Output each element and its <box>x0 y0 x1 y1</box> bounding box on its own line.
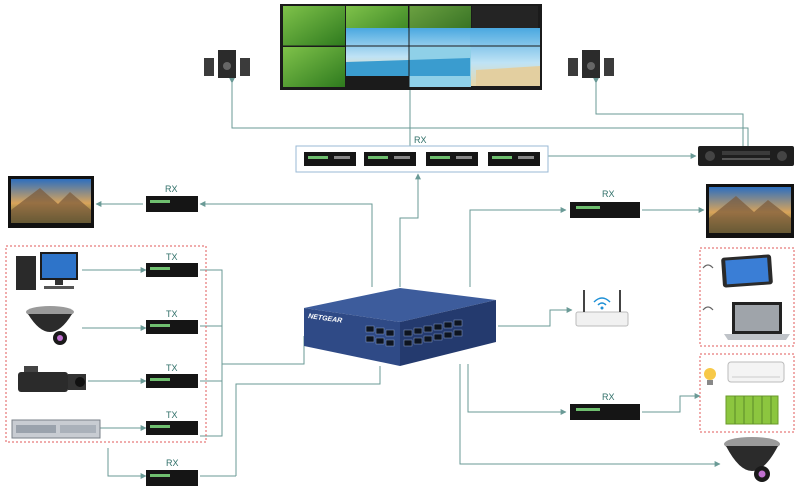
label-rx-top: RX <box>414 135 427 145</box>
label-rx-bottom: RX <box>166 458 179 468</box>
tablet <box>702 254 773 288</box>
wire-speaker-right <box>593 77 744 146</box>
tx-units <box>146 263 198 435</box>
av-receiver <box>698 146 794 166</box>
laptop <box>702 302 790 340</box>
speaker-left <box>204 50 250 78</box>
wifi-router <box>575 290 629 327</box>
tv-right <box>706 184 794 238</box>
label-tx-3: TX <box>166 363 178 373</box>
smart-bulb <box>704 368 716 385</box>
camcorder <box>18 366 86 392</box>
wire-speaker-left <box>229 77 749 146</box>
speaker-right <box>568 50 614 78</box>
wire-switch-rx-left <box>199 201 373 287</box>
switch-brand: NETGEAR <box>308 313 343 325</box>
label-tx-1: TX <box>166 252 178 262</box>
wire-switch-rx-right <box>469 207 567 287</box>
dome-camera-bottom <box>724 437 780 482</box>
smart-home-group-box <box>699 353 795 433</box>
wire-camera-bottom <box>459 364 721 467</box>
label-rx-left: RX <box>165 184 178 194</box>
wire-rx-bottom-to-switch <box>235 366 381 476</box>
label-rx-right-top: RX <box>602 189 615 199</box>
dome-camera <box>26 306 74 345</box>
connection-wires <box>82 77 749 479</box>
wire-switch-rx-bottom-right <box>467 364 567 415</box>
video-wall <box>280 4 542 90</box>
air-conditioner <box>727 361 785 383</box>
wire-tx-bus <box>200 269 223 437</box>
rx-group-box <box>295 145 549 173</box>
label-tx-2: TX <box>166 309 178 319</box>
wire-router <box>498 307 573 327</box>
rx-left-unit <box>146 196 198 212</box>
wire-tx-to-switch <box>222 336 305 365</box>
rx-right-bottom-unit <box>570 404 640 420</box>
desktop-computer <box>16 252 78 290</box>
wire-smart-home <box>642 393 701 413</box>
tv-left <box>8 176 94 228</box>
server <box>11 419 101 439</box>
label-tx-4: TX <box>166 410 178 420</box>
wire-group-to-rx-bottom <box>107 448 147 479</box>
rx-group-units <box>304 152 540 166</box>
battery-pack <box>725 395 779 425</box>
network-switch <box>304 288 496 366</box>
label-rx-right-bottom: RX <box>602 392 615 402</box>
source-group-box <box>5 245 207 443</box>
wire-switch-rx-group <box>399 173 421 287</box>
rx-bottom-unit <box>146 470 198 486</box>
rx-right-top-unit <box>570 202 640 218</box>
